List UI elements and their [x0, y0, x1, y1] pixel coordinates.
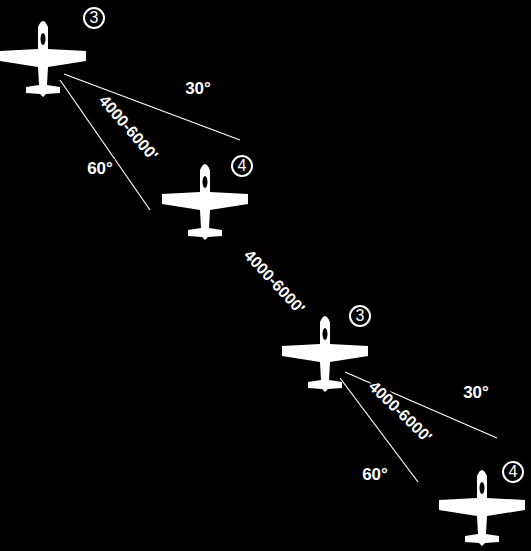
aircraft: [162, 164, 248, 240]
callout-number: 4: [231, 155, 253, 177]
bearing-lines: [60, 74, 497, 482]
distance-label: 4000-6000': [240, 246, 308, 317]
angle-label: 60°: [360, 465, 390, 484]
callout-number: 3: [349, 305, 371, 327]
aircraft: [0, 21, 86, 97]
angle-label: 60°: [85, 159, 115, 178]
callout-number: 4: [502, 461, 524, 483]
angle-label: 30°: [183, 79, 213, 98]
aircraft: [282, 316, 368, 392]
distance-label: 4000-6000': [365, 378, 435, 447]
distance-label: 4000-6000': [95, 92, 161, 165]
callout-number: 3: [83, 7, 105, 29]
angle-label: 30°: [461, 383, 491, 402]
